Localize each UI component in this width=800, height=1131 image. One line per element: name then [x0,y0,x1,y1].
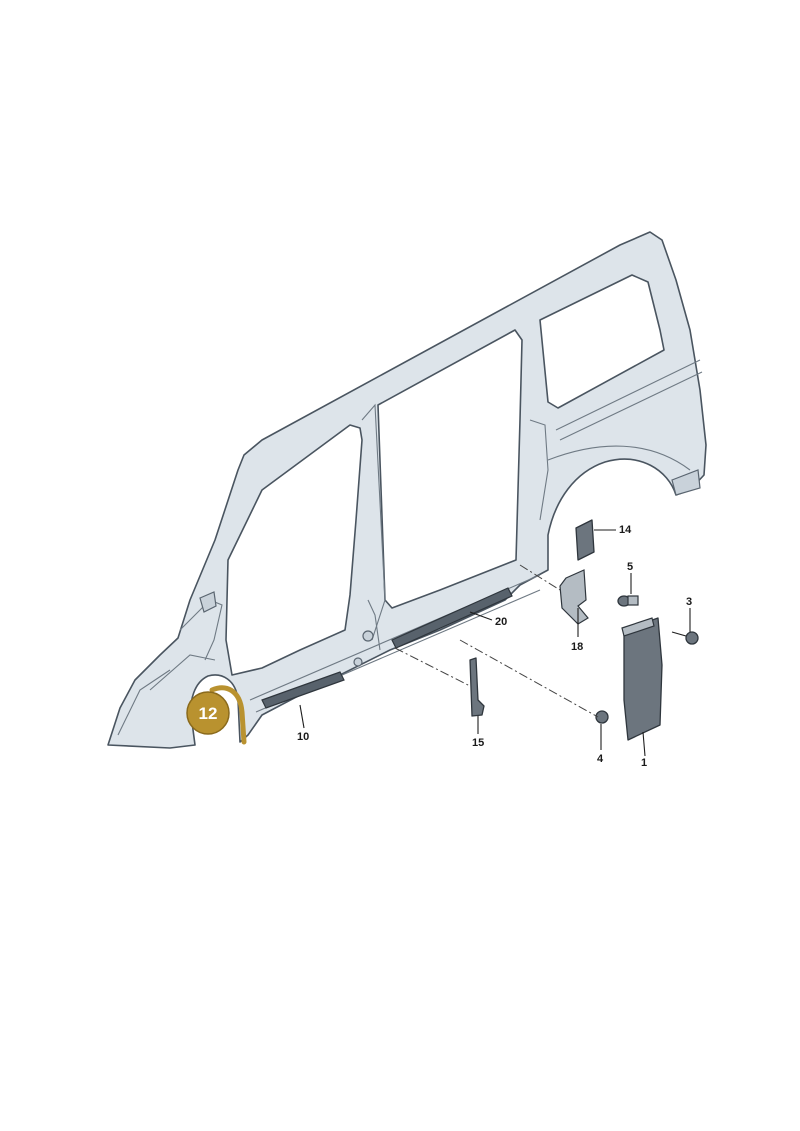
part-18-bracket [559,569,589,625]
vehicle-side-panel [107,231,707,749]
part-3-screw [671,631,699,645]
part-5-clip [617,595,639,607]
leader-lines [299,529,691,757]
part-1-panel [623,617,663,741]
callout-1: 1 [641,757,647,769]
callout-20: 20 [495,616,507,628]
part-4-clip [595,710,609,724]
callout-14: 14 [619,524,632,536]
wheel-arch-seal-highlight [209,685,247,745]
callout-18: 18 [571,641,583,653]
callout-3: 3 [686,596,692,608]
callout-12-badge[interactable]: 12 [186,691,230,735]
part-15-trim [469,657,485,717]
sill-strip-20 [391,587,513,649]
assembly-line-18 [519,564,561,591]
callout-12: 12 [199,704,218,723]
part-14-trim [575,519,595,561]
assembly-line-4 [459,639,599,718]
callout-4: 4 [597,753,604,765]
callout-10: 10 [297,731,309,743]
sill-strip-10 [261,671,345,709]
callout-15: 15 [472,737,484,749]
assembly-line-15 [394,647,471,687]
callout-5: 5 [627,561,633,573]
